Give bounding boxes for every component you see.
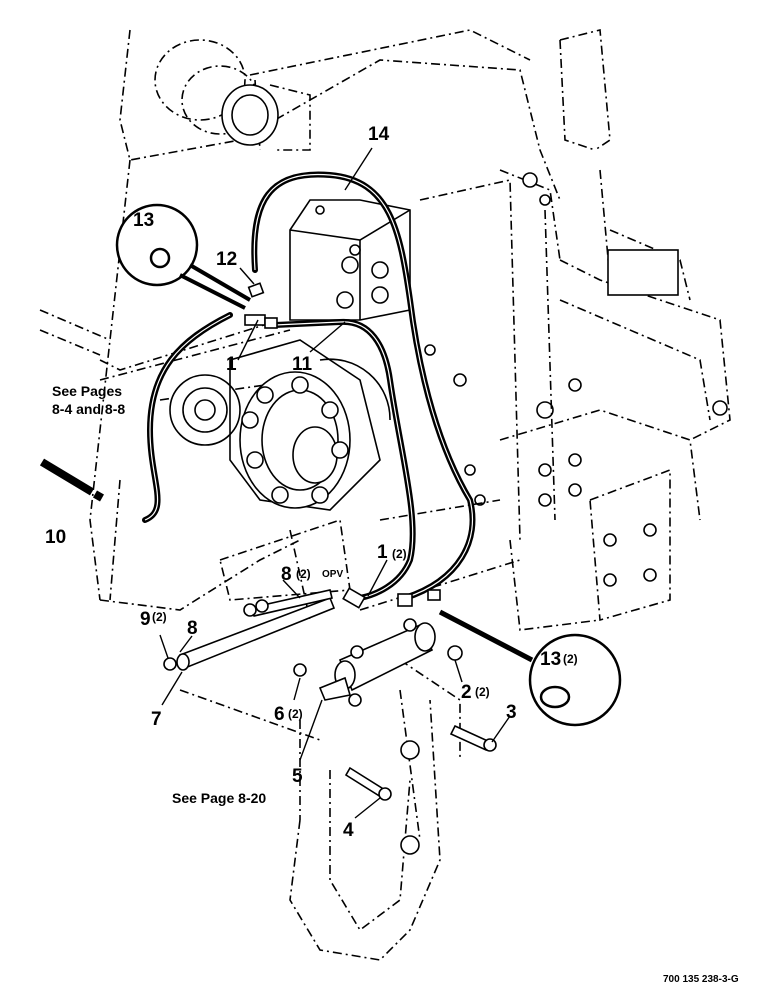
upper-bearing-assembly: [154, 39, 551, 206]
callout-13-top: 13: [133, 210, 154, 231]
callout-10: 10: [45, 527, 66, 548]
see-pages-note-line2: 8-4 and 8-8: [52, 401, 125, 417]
hose-11: [272, 318, 416, 601]
callout-5: 5: [292, 766, 303, 787]
frame-outline: [39, 28, 731, 961]
drawing-number: 700 135 238-3-G: [663, 974, 739, 985]
right-frame-holes: [424, 249, 728, 587]
hose-14: [251, 171, 476, 601]
small-parts: [163, 599, 497, 855]
callout-6: 6: [274, 704, 285, 725]
callout-14: 14: [368, 124, 390, 145]
callout-8: 8: [187, 618, 198, 639]
fittings: [244, 282, 441, 609]
callout-4: 4: [343, 820, 354, 841]
callout-11: 11: [292, 354, 313, 375]
see-page-note: See Page 8-20: [172, 790, 266, 806]
callout-1-bottom-qty: (2): [392, 547, 407, 561]
callout-2: 2: [461, 682, 472, 703]
callout-1-top: 1: [226, 354, 237, 375]
callout-9-qty: (2): [152, 610, 167, 624]
rod-7: [176, 589, 336, 671]
callout-13-bottom: 13: [540, 649, 561, 670]
callout-3: 3: [506, 702, 517, 723]
detail-bubble-13-top: [115, 203, 252, 310]
leader-lines: [159, 147, 511, 819]
callout-6-qty: (2): [288, 707, 303, 721]
callout-8-opv-note: OPV: [322, 569, 343, 580]
see-pages-note-line1: See Pages: [52, 383, 122, 399]
sprocket: [169, 374, 241, 446]
callout-8-opv-qty: (2): [296, 567, 311, 581]
detail-bubble-13-bottom: [438, 609, 622, 727]
hose-10: [39, 312, 233, 523]
callout-13-bottom-qty: (2): [563, 652, 578, 666]
callout-7: 7: [151, 709, 162, 730]
callout-12: 12: [216, 249, 237, 270]
hydraulic-cylinder: [318, 618, 436, 707]
callout-labels: 14 13 12 1 11 See Pages 8-4 and 8-8 10 1…: [45, 124, 739, 985]
callout-1-bottom: 1: [377, 542, 388, 563]
callout-8-opv: 8: [281, 564, 292, 585]
callout-2-qty: (2): [475, 685, 490, 699]
callout-9: 9: [140, 609, 151, 630]
hydraulic-motor: [229, 339, 391, 511]
